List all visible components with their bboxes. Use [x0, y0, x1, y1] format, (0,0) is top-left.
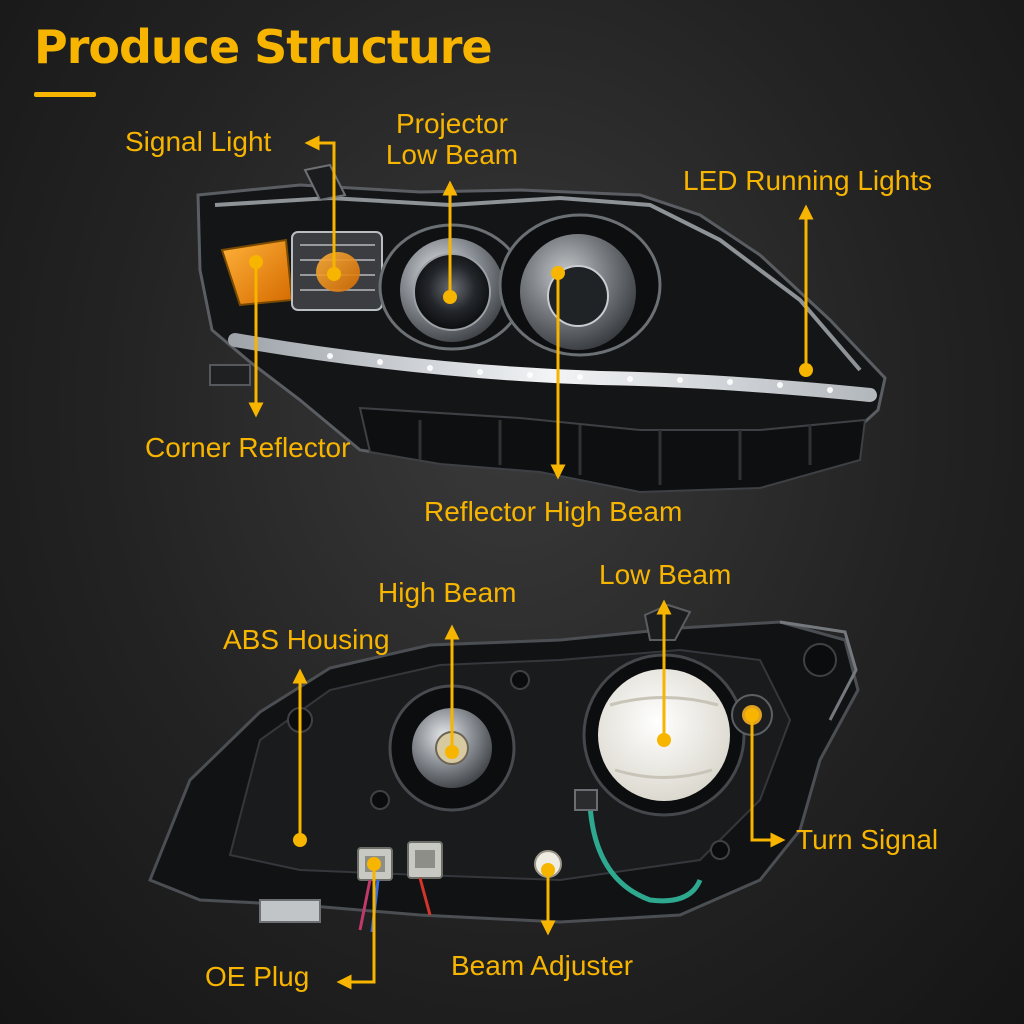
callout-dots — [249, 255, 813, 877]
label-projector-line1: Projector — [395, 108, 509, 139]
label-low-beam: Low Beam — [599, 559, 732, 590]
label-projector-low-beam: Projector Low Beam — [372, 108, 532, 170]
label-signal-light: Signal Light — [125, 126, 272, 157]
rear-housing — [148, 603, 860, 933]
label-high-beam: High Beam — [378, 577, 517, 608]
label-corner-reflector: Corner Reflector — [145, 432, 351, 463]
title-underline — [34, 92, 96, 97]
label-projector-line2: Low Beam — [385, 139, 519, 170]
label-beam-adjuster: Beam Adjuster — [451, 950, 634, 981]
page-title: Produce Structure — [34, 20, 493, 74]
label-abs-housing: ABS Housing — [223, 624, 390, 655]
label-reflector-high-beam: Reflector High Beam — [424, 496, 683, 527]
label-turn-signal: Turn Signal — [796, 824, 939, 855]
label-oe-plug: OE Plug — [205, 961, 310, 992]
label-led-running-lights: LED Running Lights — [683, 165, 933, 196]
callout-leaders — [248, 135, 814, 990]
